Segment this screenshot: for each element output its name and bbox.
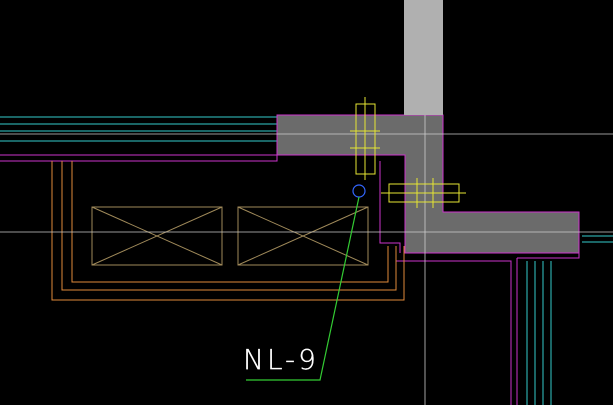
duct-outline [51,161,405,301]
grid-lines [0,115,613,405]
callout-label: NL-9 [243,343,319,376]
right-wall-lines [526,235,613,405]
anchor-bolt-horizontal[interactable] [381,178,466,208]
equipment-unit-left[interactable] [91,206,223,266]
anchor-bolt-vertical[interactable] [350,97,380,180]
left-wall-lines [0,116,277,142]
column-fill [404,0,443,115]
callout-leader-line [246,196,360,381]
